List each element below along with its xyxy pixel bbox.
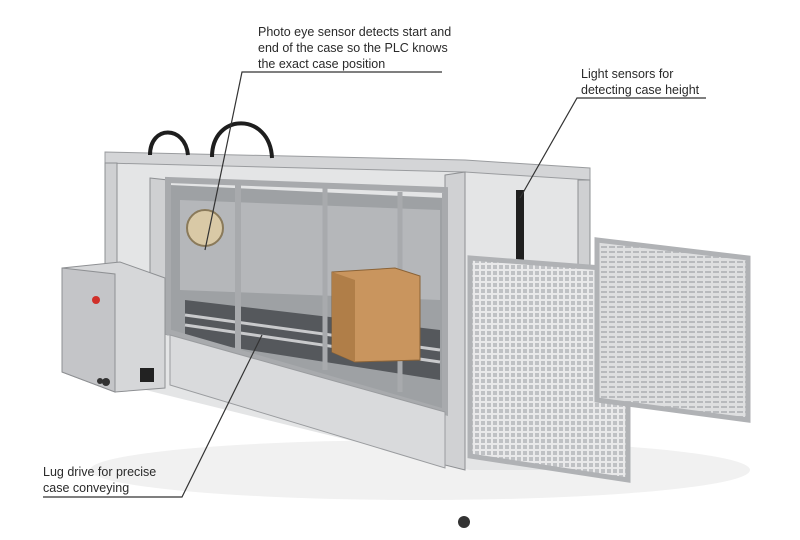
callout-line: Light sensors for [581,67,674,81]
leader-lines [43,71,706,498]
callout-line: Lug drive for precise [43,465,157,479]
callout-photo-eye: Photo eye sensor detects start and end o… [258,24,451,72]
control-cabinet [61,261,166,393]
photo-eye-leader [204,71,442,251]
caster-wheel [458,516,470,528]
callout-lug-drive: Lug drive for precise case conveying [43,464,156,496]
callout-light-sensors: Light sensors for detecting case height [581,66,699,98]
callout-line: case conveying [43,481,130,495]
callout-line: end of the case so the PLC knows [258,41,448,55]
caster-wheel [102,378,110,386]
tape-roll [186,209,224,247]
callout-line: detecting case height [581,83,700,97]
callout-line: Photo eye sensor detects start and [258,25,452,39]
cable [148,130,190,156]
cardboard-case [331,267,421,363]
lug-drive-leader [43,334,263,498]
light-sensor-bar [516,190,524,270]
emergency-stop [92,296,100,304]
callout-line: the exact case position [258,57,386,71]
open-door-front [467,255,631,483]
cable [210,121,274,159]
open-door-side [594,237,751,423]
light-sensors-leader [519,97,706,199]
